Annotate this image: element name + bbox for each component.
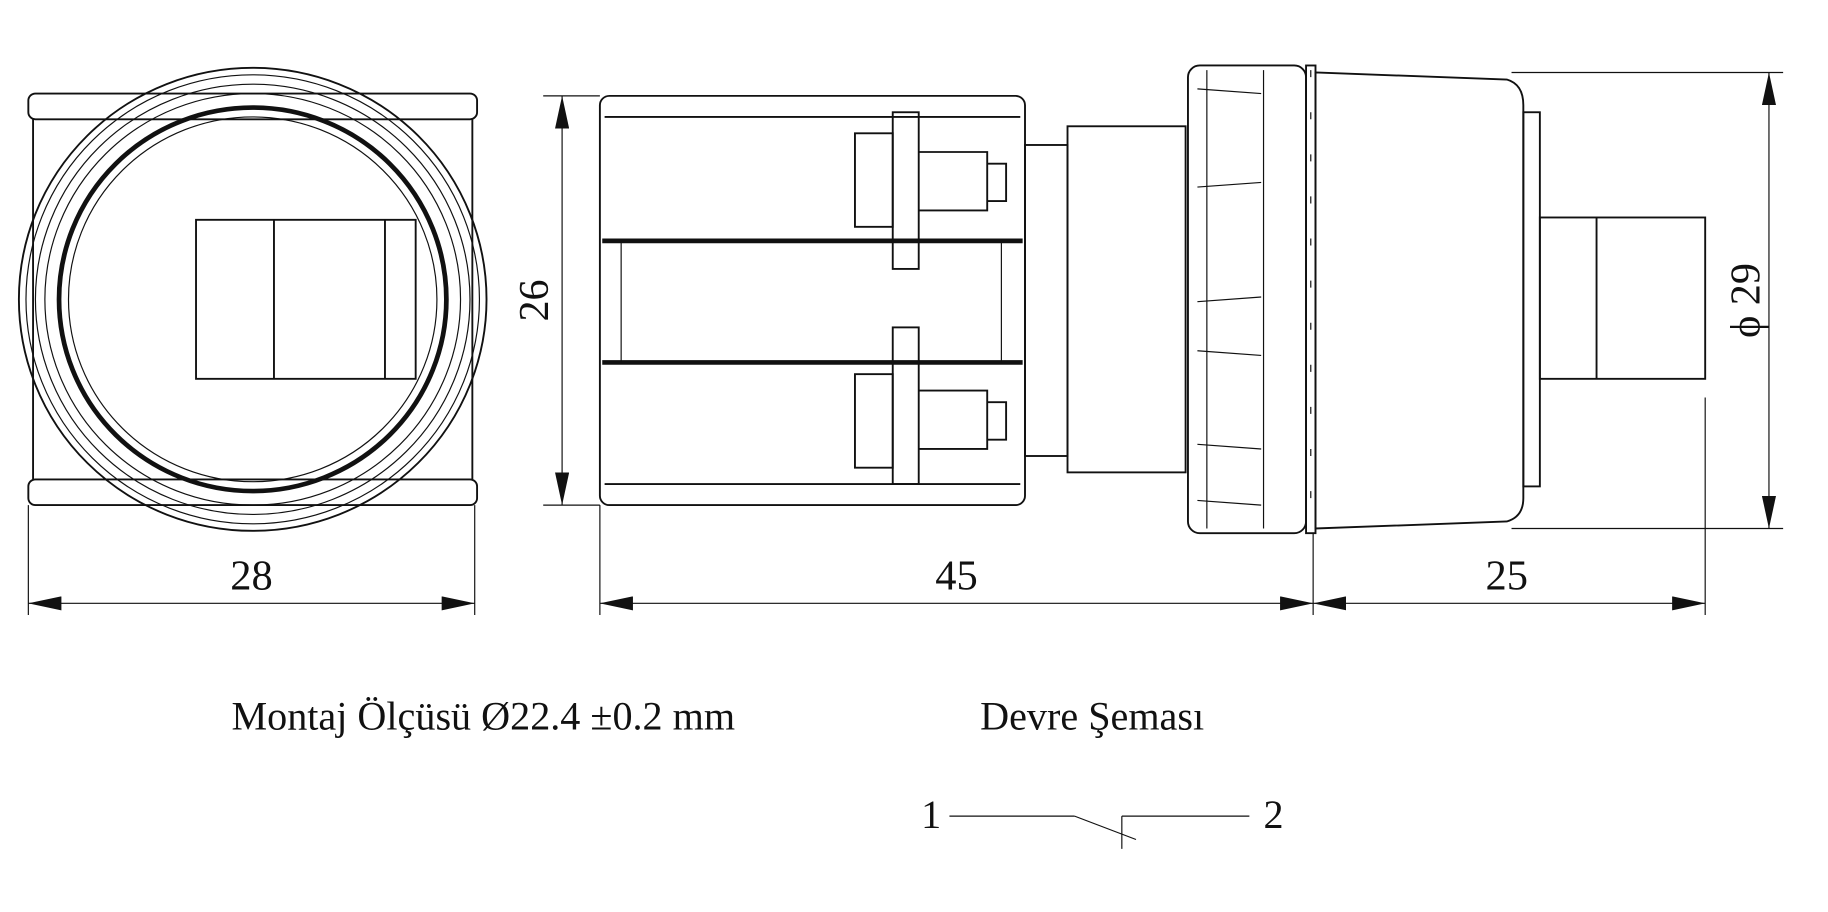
dim-length-25: 25	[1486, 552, 1529, 599]
terminal-2-label: 2	[1264, 792, 1284, 837]
dim-diameter-29: ϕ 29	[1722, 263, 1769, 338]
dim-width-28: 28	[230, 552, 273, 599]
side-view	[598, 64, 1707, 535]
circuit-diagram-title: Devre Şeması	[980, 694, 1204, 739]
dimension-lines	[27, 71, 1784, 616]
front-view	[17, 66, 488, 532]
dim-length-45: 45	[935, 552, 978, 599]
switch-symbol	[949, 815, 1250, 849]
terminal-1-label: 1	[921, 792, 941, 837]
mounting-dimension-label: Montaj Ölçüsü Ø22.4 ±0.2 mm	[231, 694, 735, 739]
dim-height-26: 26	[511, 279, 558, 321]
